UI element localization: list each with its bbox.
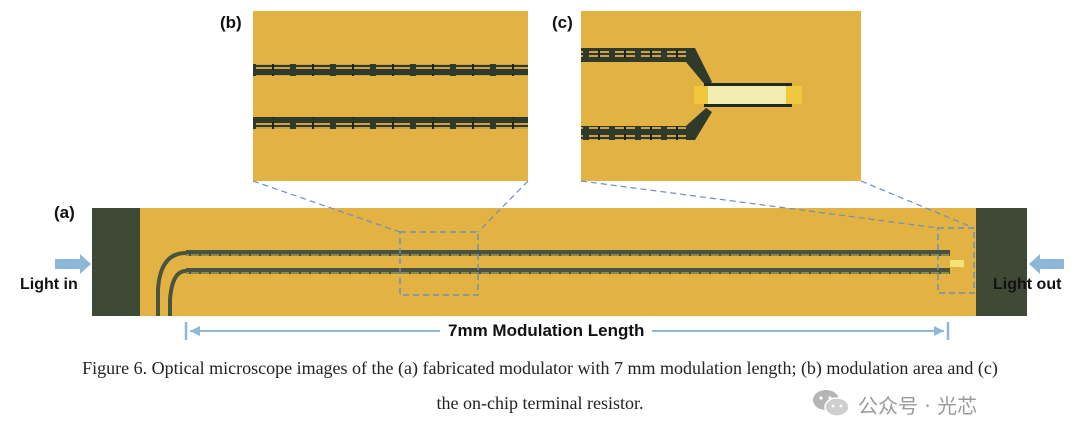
figure-caption-line2: the on-chip terminal resistor. (436, 393, 644, 413)
light-out-arrow (1029, 254, 1064, 274)
panel-label-b: (b) (220, 13, 242, 32)
light-in-label: Light in (20, 276, 78, 293)
figure-caption-line1: Figure 6. Optical microscope images of t… (82, 358, 998, 378)
modulation-length-label: 7mm Modulation Length (440, 321, 653, 341)
light-in-arrow (55, 254, 91, 274)
light-out-label: Light out (993, 276, 1062, 293)
panel-label-c: (c) (552, 13, 573, 32)
watermark: 公众号 · 光芯 (812, 386, 1052, 420)
panel-label-a: (a) (54, 203, 75, 222)
watermark-text: 公众号 · 光芯 (858, 394, 978, 418)
wechat-icon (813, 390, 850, 417)
